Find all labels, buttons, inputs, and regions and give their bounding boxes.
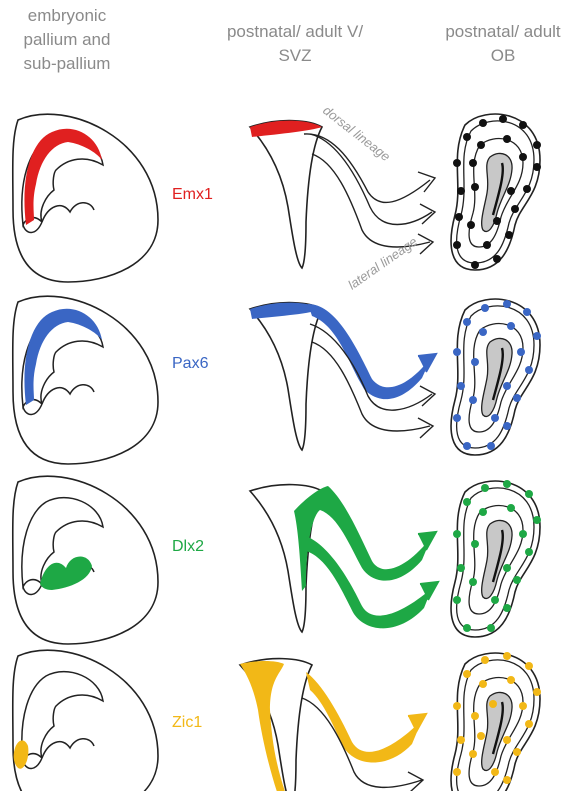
row-zic1 xyxy=(13,650,541,791)
dorsal-lineage-label: dorsal lineage xyxy=(320,103,393,165)
embryonic-hemisphere-zic1 xyxy=(13,650,158,791)
row-dlx2 xyxy=(13,476,541,644)
expression-domain-dlx2 xyxy=(40,556,92,590)
expression-domain-zic1 xyxy=(14,740,29,768)
svz-expression-zic1-lineage xyxy=(306,672,422,763)
expression-domain-pax6 xyxy=(24,309,102,405)
row-emx1 xyxy=(13,114,541,282)
svz-emx1 xyxy=(250,121,322,268)
row-pax6 xyxy=(13,296,541,464)
svz-expression-dlx2-upper xyxy=(294,486,432,591)
lateral-lineage-label: lateral lineage xyxy=(345,234,420,293)
svz-expression-dlx2-lower xyxy=(306,536,432,628)
expression-domain-emx1 xyxy=(24,129,102,225)
